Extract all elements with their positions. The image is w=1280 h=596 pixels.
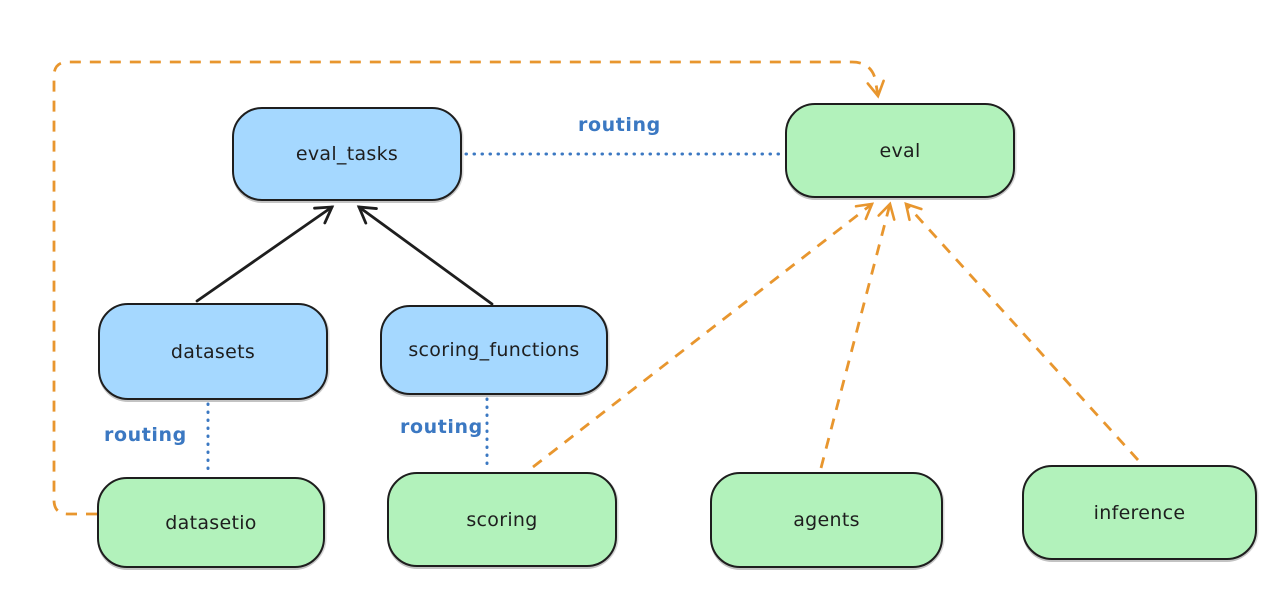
edge-datasets-to-eval-tasks <box>195 205 335 303</box>
edge-scoring-functions-to-eval-tasks <box>356 205 494 306</box>
node-inference: inference <box>1022 465 1257 560</box>
node-datasets: datasets <box>98 303 328 400</box>
edge-label-routing-scoring-functions-scoring: routing <box>400 416 483 438</box>
edge-datasetio-to-eval <box>52 60 885 516</box>
node-eval-tasks: eval_tasks <box>232 107 462 201</box>
node-scoring: scoring <box>387 472 617 567</box>
node-datasetio: datasetio <box>97 477 325 568</box>
edge-inference-to-eval <box>904 202 1140 461</box>
edge-label-routing-eval-tasks-eval: routing <box>578 114 661 136</box>
node-eval: eval <box>785 103 1015 198</box>
edge-agents-to-eval <box>819 201 896 469</box>
node-scoring-functions: scoring_functions <box>380 305 608 395</box>
edge-label-routing-datasets-datasetio: routing <box>104 424 187 446</box>
node-agents: agents <box>710 472 943 568</box>
